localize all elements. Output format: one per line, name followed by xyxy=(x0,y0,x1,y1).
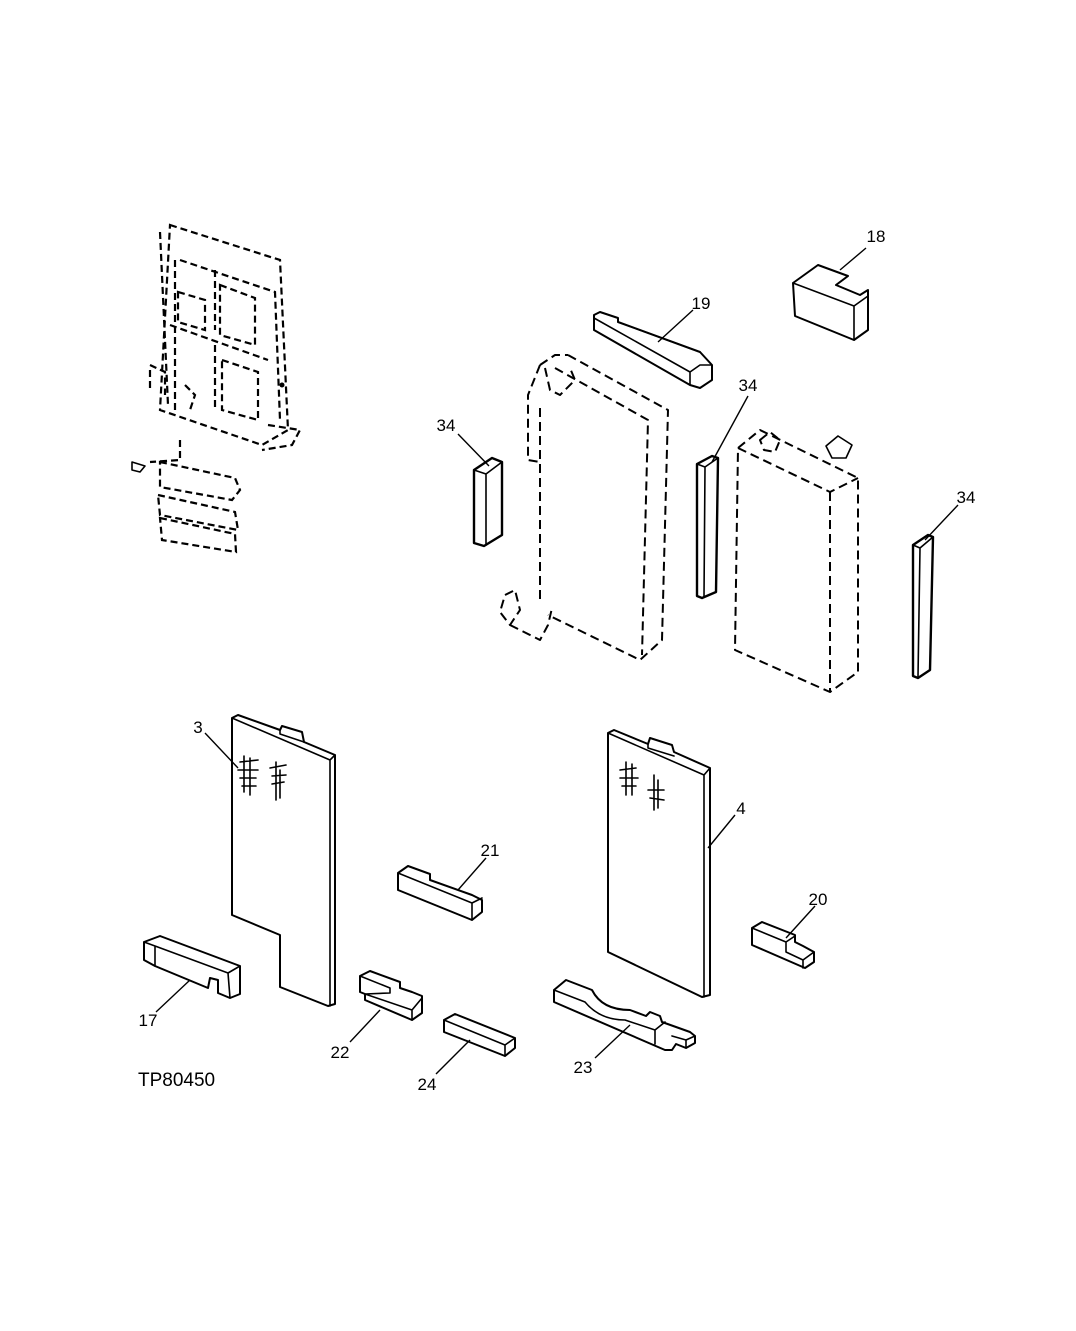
callout-20: 20 xyxy=(809,890,828,909)
callout-17: 17 xyxy=(139,1011,158,1030)
part-34-pad-right xyxy=(911,533,935,680)
part-21-block xyxy=(397,865,483,921)
callout-23: 23 xyxy=(574,1058,593,1077)
part-19-long-block xyxy=(593,311,713,389)
part-24-bar xyxy=(443,1013,516,1057)
part-4-panel xyxy=(607,729,711,998)
callout-22: 22 xyxy=(331,1043,350,1062)
part-3-panel xyxy=(231,714,336,1007)
callout-labels: 18 19 34 34 34 3 4 21 20 17 22 23 24 xyxy=(139,227,976,1094)
callout-18: 18 xyxy=(867,227,886,246)
part-20-notched-block xyxy=(751,921,815,969)
part-23-shaped-block xyxy=(553,979,696,1051)
callout-19: 19 xyxy=(692,294,711,313)
callout-34-middle: 34 xyxy=(739,376,758,395)
part-34-pad-middle xyxy=(695,454,720,600)
figure-id: TP80450 xyxy=(138,1070,215,1091)
callout-34-right: 34 xyxy=(957,488,976,507)
callout-24: 24 xyxy=(418,1075,437,1094)
part-18-l-block xyxy=(792,264,869,341)
part-17-bracket xyxy=(143,935,241,999)
leader-lines xyxy=(155,247,959,1075)
callout-34-left: 34 xyxy=(437,416,456,435)
battery-left-outline xyxy=(499,354,669,661)
battery-right-outline xyxy=(734,429,859,693)
part-34-pad-left xyxy=(472,456,504,548)
callout-3: 3 xyxy=(193,718,202,737)
frame-assembly-outline xyxy=(131,223,302,554)
callout-21: 21 xyxy=(481,841,500,860)
part-22-stepped-block xyxy=(359,970,423,1021)
callout-4: 4 xyxy=(736,799,745,818)
